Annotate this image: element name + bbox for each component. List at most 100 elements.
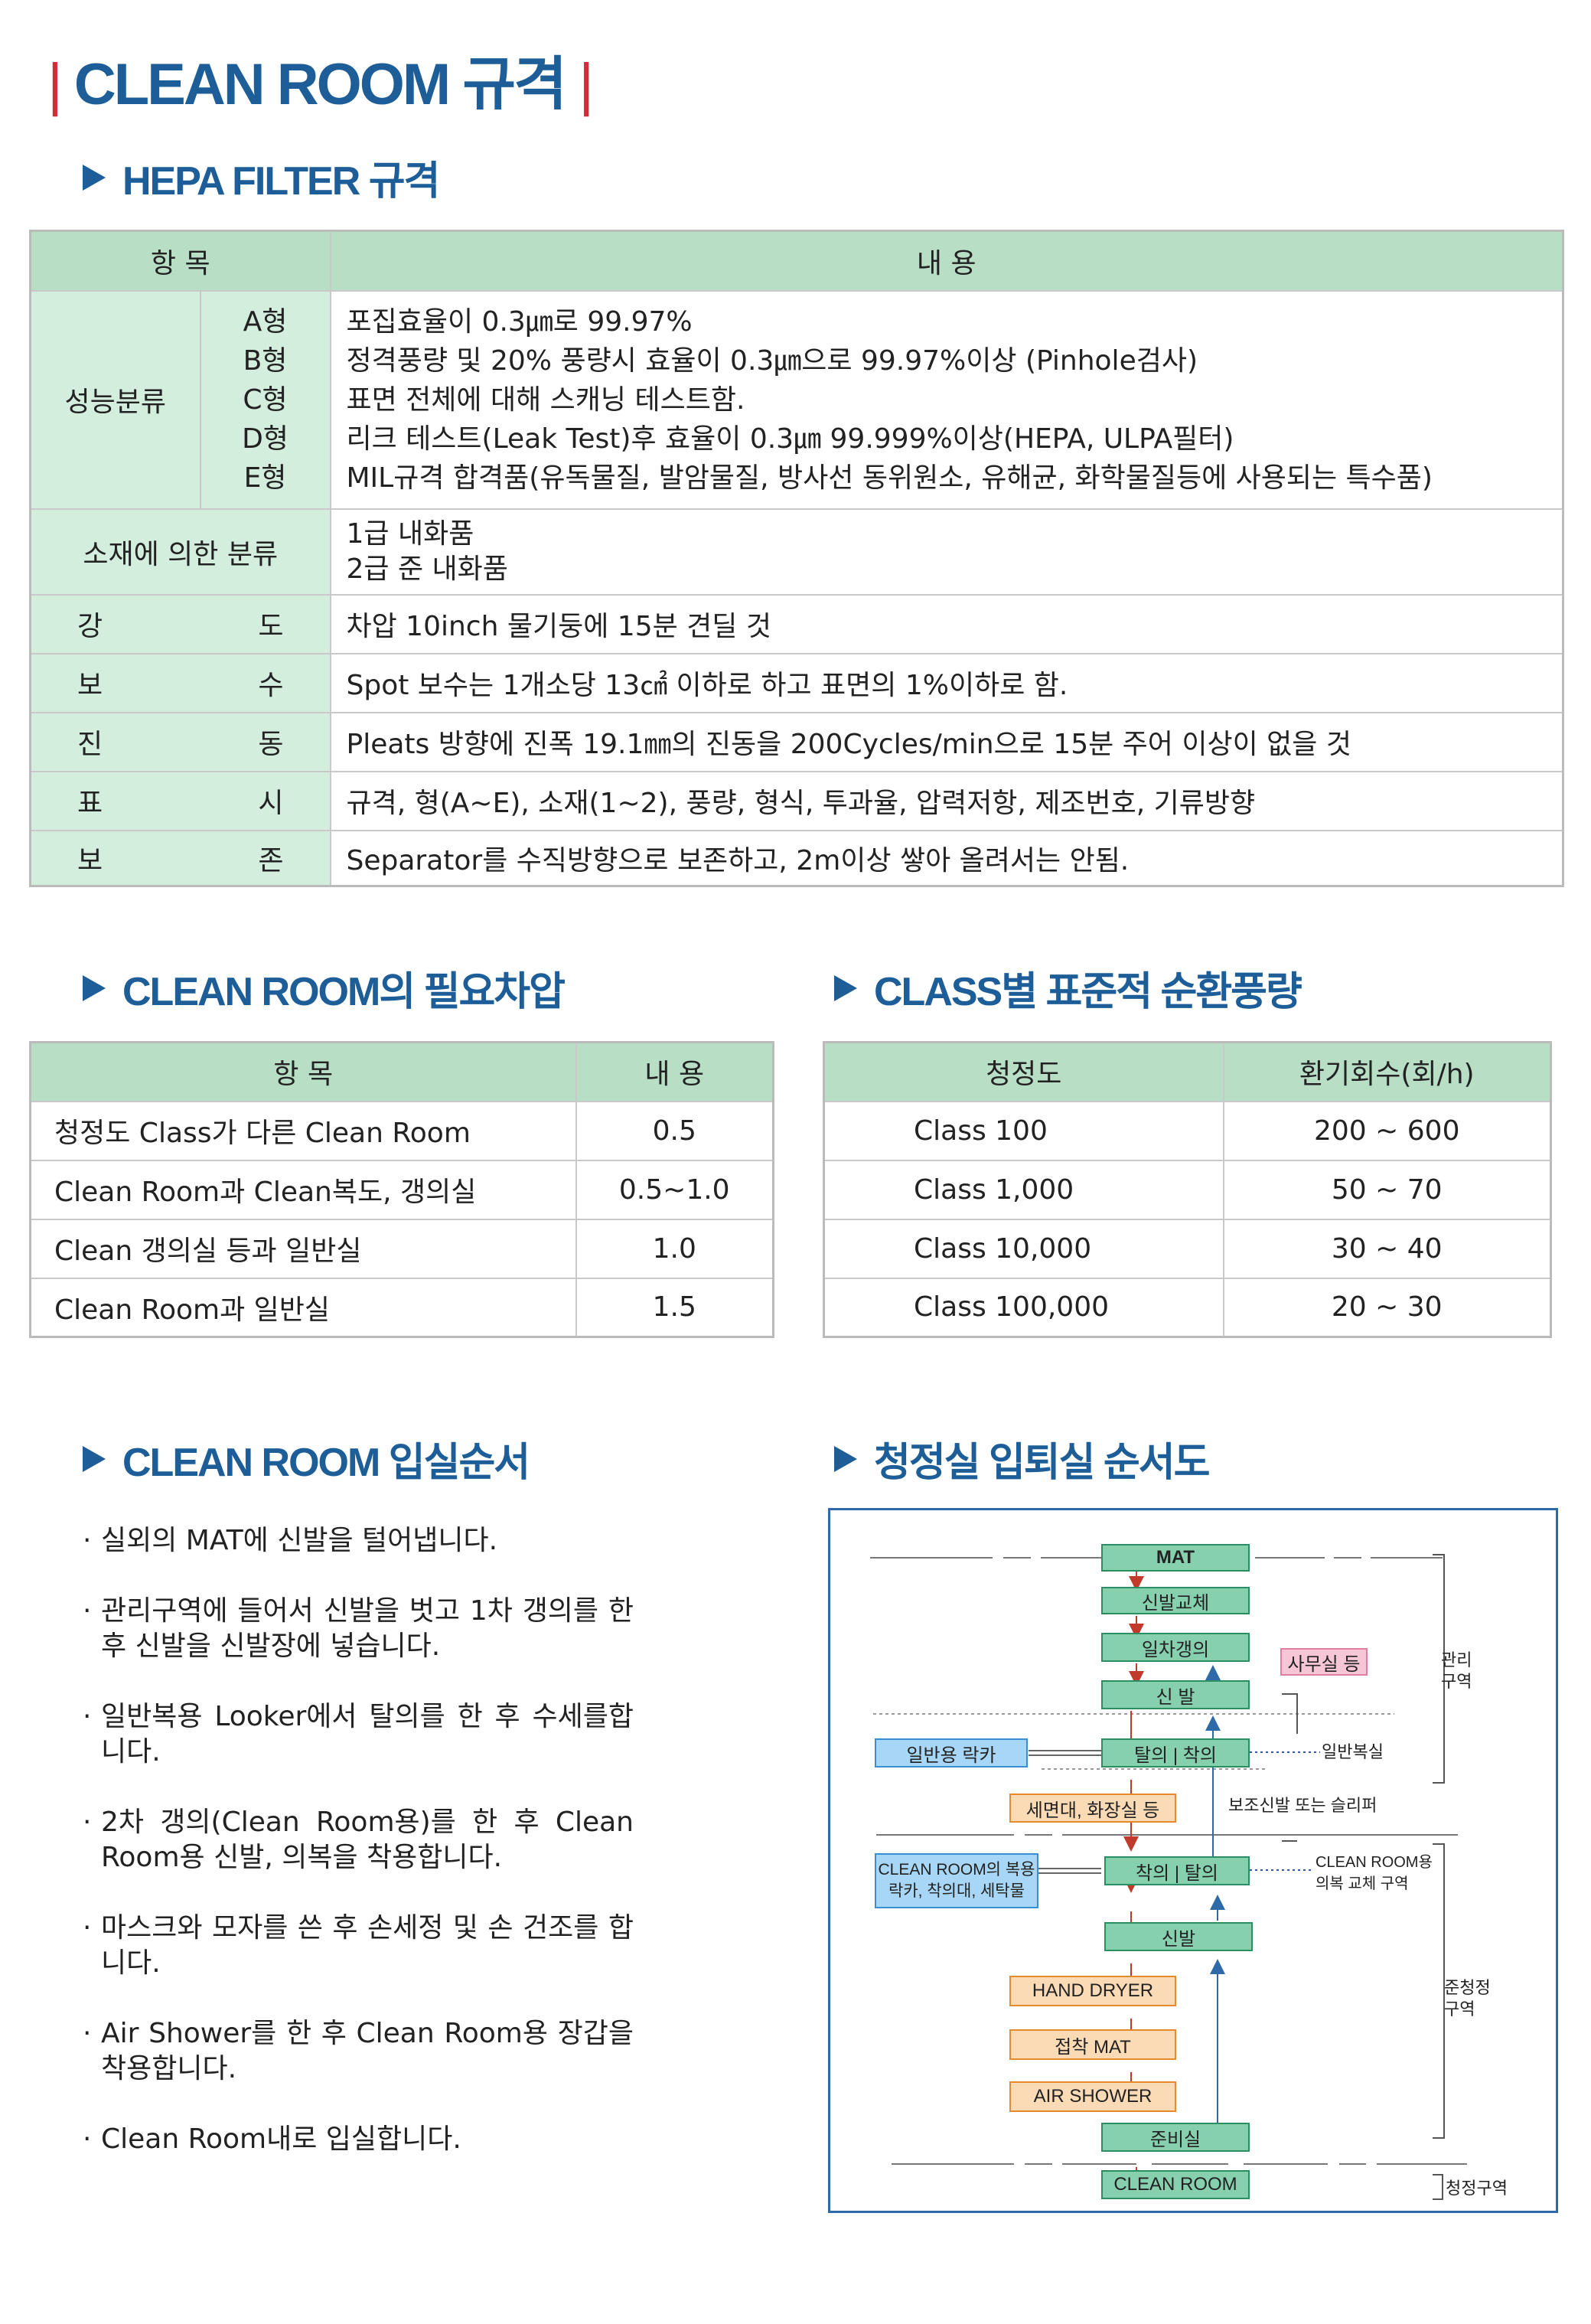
perf-label: 성능분류 bbox=[29, 289, 201, 510]
list-item: ·Air Shower를 한 후 Clean Room용 장갑을 착용합니다. bbox=[83, 2016, 634, 2087]
material-content-1: 1급 내화품 bbox=[346, 517, 474, 550]
zone-semi-1: 준청정 bbox=[1444, 1978, 1491, 1997]
section-diagram: 청정실 입퇴실 순서도 bbox=[834, 1430, 1210, 1487]
flow-general-clothes: 일반복실 bbox=[1322, 1742, 1384, 1761]
label-char: 수 bbox=[258, 670, 284, 701]
row-content-repair: Spot 보수는 1개소당 13㎠ 이하로 하고 표면의 1%이하로 함. bbox=[329, 652, 1564, 713]
pressure-value: 1.0 bbox=[575, 1218, 774, 1279]
page-title-text: CLEAN ROOM 규격 bbox=[73, 52, 567, 117]
class-rate: 30 ~ 40 bbox=[1222, 1218, 1552, 1279]
flow-prep-room: 준비실 bbox=[1101, 2123, 1250, 2152]
material-label: 소재에 의한 분류 bbox=[29, 508, 331, 596]
step-text: 마스크와 모자를 쓴 후 손세정 및 손 건조를 합니다. bbox=[101, 1912, 634, 1979]
list-item: ·마스크와 모자를 쓴 후 손세정 및 손 건조를 합니다. bbox=[83, 1911, 634, 1981]
label-char: 강 bbox=[77, 611, 103, 642]
type-b: B형 bbox=[243, 344, 288, 377]
class-rate: 50 ~ 70 bbox=[1222, 1159, 1552, 1220]
perf-content-e: MIL규격 합격품(유독물질, 발암물질, 방사선 동위원소, 유해균, 화학물… bbox=[346, 462, 1433, 494]
hepa-table: 항 목 내 용 성능분류 A형 B형 C형 D형 E형 포집효율이 0.3㎛로 … bbox=[29, 230, 1564, 887]
material-contents: 1급 내화품 2급 준 내화품 bbox=[329, 508, 1564, 596]
class-table: 청정도 환기회수(회/h) Class 100 200 ~ 600 Class … bbox=[823, 1041, 1552, 1338]
flow-air-shower: AIR SHOWER bbox=[1009, 2081, 1176, 2112]
page-title: | CLEAN ROOM 규격 | bbox=[47, 37, 594, 121]
perf-contents: 포집효율이 0.3㎛로 99.97% 정격풍량 및 20% 풍량시 효율이 0.… bbox=[329, 289, 1564, 510]
type-d: D형 bbox=[242, 423, 289, 455]
class-header-class: 청정도 bbox=[823, 1041, 1224, 1102]
pressure-item: Clean Room과 Clean복도, 갱의실 bbox=[29, 1159, 577, 1220]
step-text: 실외의 MAT에 신발을 털어냅니다. bbox=[101, 1525, 498, 1556]
pressure-value: 1.5 bbox=[575, 1277, 774, 1338]
section-class: CLASS별 표준적 순환풍량 bbox=[834, 959, 1302, 1017]
title-bar-right: | bbox=[579, 52, 594, 117]
section-hepa-title: HEPA FILTER 규격 bbox=[122, 159, 440, 204]
row-content-vibration: Pleats 방향에 진폭 19.1㎜의 진동을 200Cycles/min으로… bbox=[329, 711, 1564, 772]
flow-dress-undress: 착의 | 탈의 bbox=[1104, 1856, 1250, 1885]
title-bar-left: | bbox=[47, 52, 63, 117]
flow-sticky-mat: 접착 MAT bbox=[1009, 2029, 1176, 2060]
perf-content-a: 포집효율이 0.3㎛로 99.97% bbox=[346, 305, 693, 338]
material-content-2: 2급 준 내화품 bbox=[346, 553, 508, 585]
class-header-rate: 환기회수(회/h) bbox=[1222, 1041, 1552, 1102]
list-item: ·관리구역에 들어서 신발을 벗고 1차 갱의를 한 후 신발을 신발장에 넣습… bbox=[83, 1594, 634, 1664]
class-name: Class 10,000 bbox=[823, 1218, 1224, 1279]
step-text: 2차 갱의(Clean Room용)를 한 후 Clean Room용 신발, … bbox=[101, 1807, 634, 1873]
flow-first-gown: 일차갱의 bbox=[1101, 1633, 1250, 1662]
section-pressure-title: CLEAN ROOM의 필요차압 bbox=[122, 970, 566, 1014]
cr-locker-2: 락카, 착의대, 세탁물 bbox=[888, 1882, 1025, 1900]
flow-office: 사무실 등 bbox=[1280, 1648, 1368, 1676]
label-char: 시 bbox=[258, 788, 284, 819]
section-entry-title: CLEAN ROOM 입실순서 bbox=[122, 1441, 530, 1485]
zone-semi-2: 구역 bbox=[1444, 1999, 1475, 2019]
row-content-marking: 규격, 형(A~E), 소재(1~2), 풍량, 형식, 투과율, 압력저항, … bbox=[329, 770, 1564, 831]
pressure-value: 0.5~1.0 bbox=[575, 1159, 774, 1220]
pressure-item: Clean Room과 일반실 bbox=[29, 1277, 577, 1338]
flow-cr-locker: CLEAN ROOM의 복용 락카, 착의대, 세탁물 bbox=[875, 1853, 1038, 1908]
list-item: ·실외의 MAT에 신발을 털어냅니다. bbox=[83, 1523, 634, 1559]
flow-undress-dress: 탈의 | 착의 bbox=[1101, 1738, 1250, 1767]
type-c: C형 bbox=[243, 384, 288, 416]
perf-types: A형 B형 C형 D형 E형 bbox=[199, 289, 331, 510]
zone-clean: 청정구역 bbox=[1446, 2179, 1508, 2198]
flow-lines bbox=[870, 1554, 1467, 2200]
type-a: A형 bbox=[243, 305, 288, 338]
pressure-value: 0.5 bbox=[575, 1100, 774, 1161]
class-rate: 20 ~ 30 bbox=[1222, 1277, 1552, 1338]
triangle-bullet-icon bbox=[834, 974, 857, 1001]
flow-aux-shoes: 보조신발 또는 슬리퍼 bbox=[1228, 1796, 1377, 1815]
pressure-item: 청정도 Class가 다른 Clean Room bbox=[29, 1100, 577, 1161]
row-content-strength: 차압 10inch 물기둥에 15분 견딜 것 bbox=[329, 593, 1564, 654]
flow-shoes-1: 신 발 bbox=[1101, 1680, 1250, 1709]
cr-change-2: 의복 교체 구역 bbox=[1316, 1875, 1409, 1892]
class-name: Class 100,000 bbox=[823, 1277, 1224, 1338]
label-char: 보 bbox=[77, 844, 103, 876]
step-text: Air Shower를 한 후 Clean Room용 장갑을 착용합니다. bbox=[101, 2018, 634, 2084]
section-entry: CLEAN ROOM 입실순서 bbox=[83, 1430, 530, 1487]
triangle-bullet-icon bbox=[83, 1445, 106, 1472]
section-hepa: HEPA FILTER 규격 bbox=[83, 149, 440, 206]
perf-content-c: 표면 전체에 대해 스캐닝 테스트함. bbox=[346, 384, 745, 416]
label-char: 존 bbox=[258, 844, 284, 876]
flow-general-locker: 일반용 락카 bbox=[875, 1738, 1028, 1767]
flow-mat: MAT bbox=[1101, 1544, 1250, 1572]
class-name: Class 100 bbox=[823, 1100, 1224, 1161]
hepa-header-item: 항 목 bbox=[29, 230, 331, 292]
triangle-bullet-icon bbox=[834, 1445, 857, 1472]
flow-clean-room: CLEAN ROOM bbox=[1101, 2170, 1250, 2199]
zone-mgmt-2: 구역 bbox=[1441, 1672, 1472, 1691]
step-text: 관리구역에 들어서 신발을 벗고 1차 갱의를 한 후 신발을 신발장에 넣습니… bbox=[101, 1595, 634, 1662]
class-name: Class 1,000 bbox=[823, 1159, 1224, 1220]
entry-steps: ·실외의 MAT에 신발을 털어냅니다. ·관리구역에 들어서 신발을 벗고 1… bbox=[83, 1523, 634, 2192]
list-item: ·2차 갱의(Clean Room용)를 한 후 Clean Room용 신발,… bbox=[83, 1805, 634, 1875]
row-content-storage: Separator를 수직방향으로 보존하고, 2m이상 쌓아 올려서는 안됨. bbox=[329, 829, 1564, 887]
pressure-header-value: 내 용 bbox=[575, 1041, 774, 1102]
section-class-title: CLASS별 표준적 순환풍량 bbox=[874, 970, 1302, 1014]
cr-change-1: CLEAN ROOM용 bbox=[1316, 1854, 1433, 1871]
